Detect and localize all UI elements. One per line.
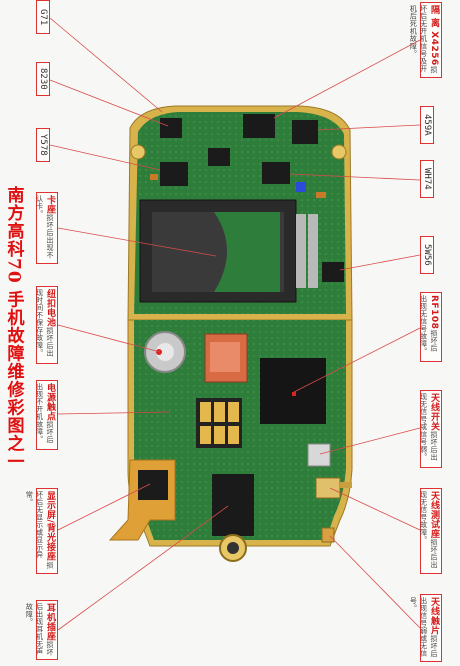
antenna-test-seat: [315, 477, 341, 499]
testseat-head: 天线测试座: [429, 491, 439, 539]
rf-body: 损坏后出现无信号故障。: [419, 295, 438, 355]
callout-card: 卡座损坏后出现不认卡。: [36, 192, 58, 264]
chip-wh74: [262, 162, 290, 184]
card-body: 损坏后出现不认卡。: [35, 195, 54, 259]
callout-power: 电源触点损坏后出现不开机故障。: [36, 380, 58, 450]
power-contacts: [196, 398, 242, 448]
chip-459a: [292, 120, 318, 144]
chip-5w56: [322, 262, 344, 282]
code-wh74: WH74: [420, 160, 434, 198]
card-head: 卡座: [45, 195, 55, 214]
leader-lines: [49, 17, 421, 631]
code-459a: 459A: [420, 106, 434, 144]
callout-antenna: 天线开关损坏后出现无信号或信号弱。: [420, 390, 442, 468]
display-connector: [138, 470, 168, 500]
diagram-title: 南方高科70 手机故障维修彩图之一: [3, 186, 24, 471]
callout-display: 显示屏/背光接座损坏后无显示或显示异常。: [25, 488, 58, 574]
antenna-body: 损坏后出现无信号或信号弱。: [419, 393, 438, 461]
earphone-body: 损坏后出现耳机无声故障。: [25, 603, 54, 656]
callout-earphone: 耳机插座损坏后出现耳机无声故障。: [25, 600, 58, 660]
battery-head: 纽扣电池: [45, 289, 55, 327]
antenna-switch: [307, 443, 331, 467]
chip-8230: [160, 118, 182, 138]
testseat-body: 损坏后出现无信号故障。: [419, 491, 438, 569]
isolator-body: 损坏后无开机信号及开机后死机故障。: [409, 5, 438, 74]
code-8230: 8230: [36, 62, 50, 96]
chip-rf108: [260, 358, 326, 424]
antcontact-head: 天线触片: [429, 597, 439, 635]
display-head: 显示屏/背光接座: [45, 491, 55, 562]
power-body: 损坏后出现不开机故障。: [35, 383, 54, 444]
chip-y578: [160, 162, 188, 186]
callout-battery: 纽扣电池损坏后出现时间不保存故障。: [36, 286, 58, 364]
code-5w56: 5W56: [420, 236, 434, 274]
callout-antcontact: 天线触片损坏后出现信号弱或无信号。: [409, 594, 442, 662]
callout-testseat: 天线测试座损坏后出现无信号故障。: [420, 488, 442, 574]
rf-head: RF108: [429, 295, 439, 330]
battery-body: 损坏后出现时间不保存故障。: [35, 289, 54, 357]
callout-isolator: 隔 离 X4256损坏后无开机信号及开机后死机故障。: [409, 2, 442, 78]
code-g71: G71: [36, 0, 50, 34]
chip-isolator: [243, 114, 275, 138]
callout-rf: RF108损坏后出现无信号故障。: [420, 292, 442, 362]
isolator-head: 隔 离 X4256: [429, 5, 439, 66]
power-head: 电源触点: [45, 383, 55, 421]
antenna-head: 天线开关: [429, 393, 439, 431]
antenna-contact: [321, 527, 335, 543]
earphone-jack: [212, 474, 254, 536]
code-y578: Y578: [36, 128, 50, 162]
display-body: 损坏后无显示或显示异常。: [25, 491, 54, 569]
earphone-head: 耳机插座: [45, 603, 55, 641]
antcontact-body: 损坏后出现信号弱或无信号。: [409, 597, 438, 658]
